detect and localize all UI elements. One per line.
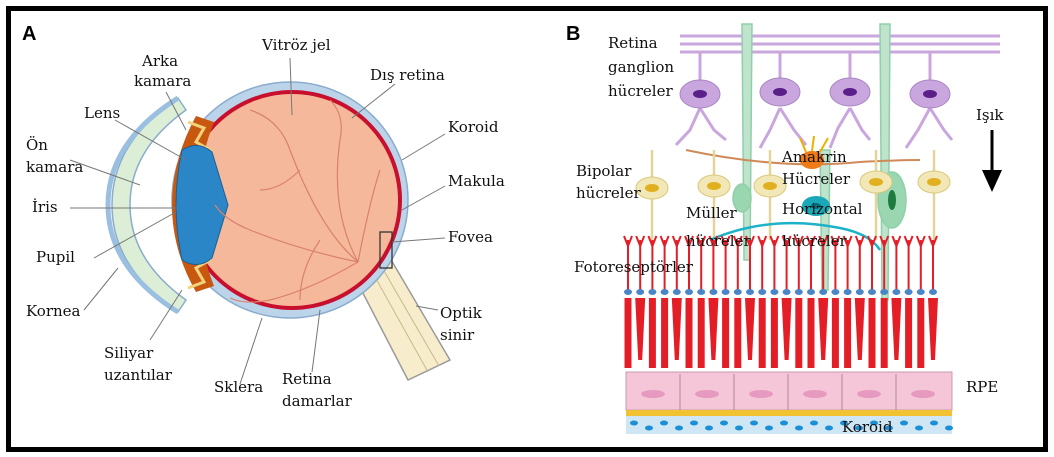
- label-rgc-2: ganglion: [608, 58, 674, 76]
- label-rgc-3: hücreler: [608, 82, 673, 100]
- rod-cell: [807, 236, 815, 368]
- rod-cell: [917, 236, 925, 368]
- cone-cell: [855, 236, 865, 360]
- label-fovea: Fovea: [448, 228, 493, 246]
- rod-cell: [697, 236, 705, 368]
- rod-cell: [905, 236, 913, 368]
- panel-a-letter: A: [22, 23, 36, 45]
- rod-cell: [624, 236, 632, 368]
- label-cornea: Kornea: [26, 302, 81, 320]
- rod-cell: [648, 236, 656, 368]
- rod-cell: [758, 236, 766, 368]
- photoreceptor-layer: [624, 236, 938, 368]
- label-retinal-vessels-2: damarlar: [282, 392, 353, 410]
- label-muller-2: hücreler: [686, 232, 751, 250]
- label-light: Işık: [976, 106, 1004, 124]
- label-iris: İris: [32, 198, 58, 216]
- label-macula: Makula: [448, 172, 505, 190]
- rod-cell: [685, 236, 693, 368]
- label-outer-retina: Dış retina: [370, 66, 445, 84]
- label-bipolar-1: Bipolar: [576, 162, 632, 180]
- label-muller-1: Müller: [686, 204, 737, 222]
- light-arrow: [982, 130, 1002, 192]
- label-anterior-chamber-1: Ön: [26, 136, 48, 154]
- cone-cell: [891, 236, 901, 360]
- label-amacrine-2: Hücreler: [782, 170, 851, 188]
- label-rgc-1: Retina: [608, 34, 658, 52]
- label-vitreous: Vitröz jel: [261, 36, 331, 54]
- label-posterior-chamber-2: kamara: [134, 72, 191, 90]
- label-optic-nerve-1: Optik: [440, 304, 483, 322]
- label-rpe: RPE: [966, 378, 998, 396]
- cone-cell: [782, 236, 792, 360]
- label-pupil: Pupil: [36, 248, 75, 266]
- label-amacrine-1: Amakrin: [781, 148, 847, 166]
- label-sclera: Sklera: [214, 378, 263, 396]
- ganglion-cells: [676, 52, 952, 148]
- label-choroid-a: Koroid: [448, 118, 499, 136]
- rod-cell: [868, 236, 876, 368]
- label-horizontal-1: Horizontal: [782, 200, 863, 218]
- cone-cell: [708, 236, 718, 360]
- label-ciliary-2: uzantılar: [104, 366, 173, 384]
- label-choroid-b: Koroid: [842, 418, 893, 436]
- cone-cell: [672, 236, 682, 360]
- label-photoreceptors: Fotoreseptörler: [574, 258, 694, 276]
- label-lens: Lens: [84, 104, 120, 122]
- rod-cell: [734, 236, 742, 368]
- rod-cell: [722, 236, 730, 368]
- rod-cell: [844, 236, 852, 368]
- label-retinal-vessels-1: Retina: [282, 370, 332, 388]
- label-anterior-chamber-2: kamara: [26, 158, 83, 176]
- label-optic-nerve-2: sinir: [440, 326, 475, 344]
- eye-illustration: [108, 82, 450, 380]
- rpe-layer: [626, 372, 953, 434]
- label-bipolar-2: hücreler: [576, 184, 641, 202]
- rod-cell: [795, 236, 803, 368]
- cone-cell: [928, 236, 938, 360]
- rod-cell: [661, 236, 669, 368]
- ganglion-axons: [680, 36, 1000, 52]
- rod-cell: [770, 236, 778, 368]
- panel-b-letter: B: [566, 23, 580, 45]
- cone-cell: [635, 236, 645, 360]
- rod-cell: [831, 236, 839, 368]
- label-posterior-chamber-1: Arka: [141, 52, 178, 70]
- label-ciliary-1: Siliyar: [104, 344, 154, 362]
- label-horizontal-2: hücreler: [782, 232, 847, 250]
